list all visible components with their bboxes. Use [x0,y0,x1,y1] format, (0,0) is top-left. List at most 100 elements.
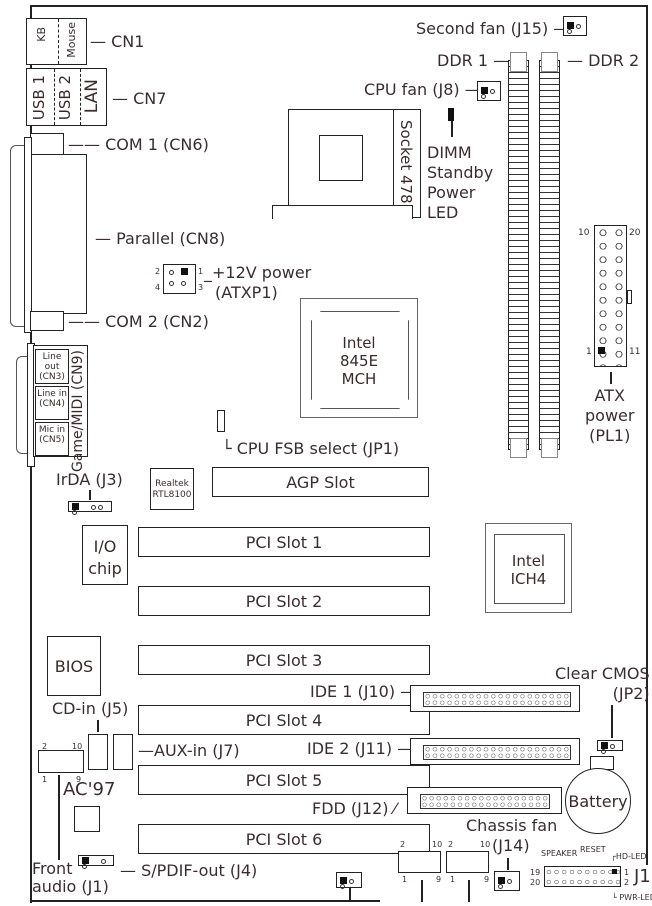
atx-pin10: 10 [578,228,590,238]
pci-slot-6[interactable]: PCI Slot 6 [138,824,430,854]
divider [80,69,81,125]
fp-pin19: 19 [530,868,541,877]
lan-label: LAN [82,79,102,114]
divider [58,19,59,64]
front-pin2: 2 [42,742,48,751]
ddr2-slot[interactable] [539,60,560,450]
usb-b-pin2: 2 [448,840,454,849]
usb2-label: USB 2 [56,75,74,121]
usb-a-pin9: 9 [436,875,442,884]
com2-connector [30,311,64,331]
atx12v-connector[interactable] [163,264,196,294]
usb-a-pin2: 2 [400,840,406,849]
pci-slot-3[interactable]: PCI Slot 3 [138,645,430,675]
line-out-label: Line out (CN3) [39,352,65,382]
irda-header[interactable] [68,501,112,515]
led-leader [451,121,453,137]
atx-pin20: 20 [629,228,641,238]
board-edge-bottom [30,900,380,902]
kb-mouse-connector: KB Mouse [26,18,87,65]
parallel-label: — Parallel (CN8) [95,229,226,248]
ide1-connector[interactable] [410,685,580,712]
atx-pin1-marker [598,347,605,354]
bios-label: BIOS [54,656,94,676]
atx12v-pin3: 3 [198,283,204,292]
atx-power-connector[interactable] [594,225,627,367]
clear-cmos-jumper[interactable] [597,740,623,754]
ddr2-label: — DDR 2 [567,51,640,70]
second-fan-label: Second fan (J15) — [416,19,570,38]
game-midi-label: Game/MIDI (CN9) [70,350,86,473]
clear-cmos-label: Clear CMOS(JP2) [555,664,650,703]
fp-pin1-marker [612,869,617,874]
fdd-connector[interactable] [407,787,562,814]
ddr1-slot[interactable] [508,60,529,450]
pci-slot-2[interactable]: PCI Slot 2 [138,586,430,616]
atx12v-label: _+12V power [204,263,312,282]
pci-slot-5[interactable]: PCI Slot 5 [138,765,430,795]
usb-b-pin1: 1 [450,875,456,884]
spdif-label: — S/PDIF-out (J4) [120,861,258,880]
ide2-pins [423,745,571,760]
spdif-header[interactable] [78,855,114,869]
cpu-fsb-label: └ CPU FSB select (JP1) [222,439,400,458]
bottom-fan-leader [349,888,351,902]
ich4-die [494,534,565,604]
usb1-label: USB 1 [30,75,48,121]
agp-slot[interactable]: AGP Slot [212,467,429,497]
com1-label: —— COM 1 (CN6) [68,135,209,154]
cd-in-header[interactable] [88,734,108,770]
fp-pin1: 1 [624,868,630,877]
parallel-shell-bar [24,137,32,333]
board-edge-top [30,5,648,7]
usb-lan-connector: USB 1 USB 2 LAN [26,68,107,126]
cpu-socket: Socket 478 [288,109,421,218]
front-pin10: 10 [72,742,83,751]
ide2-connector[interactable] [410,738,580,765]
ide1-label: IDE 1 (J10) — [310,682,417,701]
ac97-chip [74,806,100,832]
usb-header-1[interactable] [398,851,441,873]
usb-b-pin10: 10 [480,840,491,849]
chassis-fan-header[interactable] [494,871,520,891]
cpu-fsb-jumper[interactable] [217,410,225,432]
cn7-label: — CN7 [112,89,167,108]
atx-leader [610,372,612,384]
parallel-connector [30,154,87,314]
cpu-fan-label: CPU fan (J8) — [364,80,481,99]
front-audio-header[interactable] [38,750,84,773]
aux-in-header[interactable] [113,734,133,770]
line-in-label: Line in (CN4) [37,389,67,409]
front-panel-header[interactable] [544,866,621,887]
irda-label: IrDA (J3) [56,470,123,489]
socket-center [319,135,363,181]
ide2-label: IDE 2 (J11) — [307,739,414,758]
usb-header-2[interactable] [446,851,489,873]
dimm-standby-led [448,108,454,121]
socket-label: Socket 478 [397,120,415,204]
fp-pin20: 20 [530,878,541,887]
socket-lever [272,205,413,219]
bios-chip: BIOS [47,636,101,696]
second-fan-header[interactable] [563,16,587,36]
cd-in-leader [97,720,99,732]
atx-pin11: 11 [629,347,641,357]
cpu-fan-header[interactable] [477,81,501,101]
front-panel-j-label: J1 [634,866,651,887]
parallel-shell [10,145,29,327]
atx-latch [627,290,632,304]
atx12v-pin1: 1 [198,267,204,276]
pci-slot-1[interactable]: PCI Slot 1 [138,527,430,557]
line-out-jack: Line out (CN3) [35,349,69,384]
front-pin9: 9 [76,775,82,784]
atx12v-pin2: 2 [155,267,161,276]
pci-slot-4[interactable]: PCI Slot 4 [138,705,430,735]
reset-label: RESET [580,845,606,854]
bottom-fan-header[interactable] [336,872,362,889]
